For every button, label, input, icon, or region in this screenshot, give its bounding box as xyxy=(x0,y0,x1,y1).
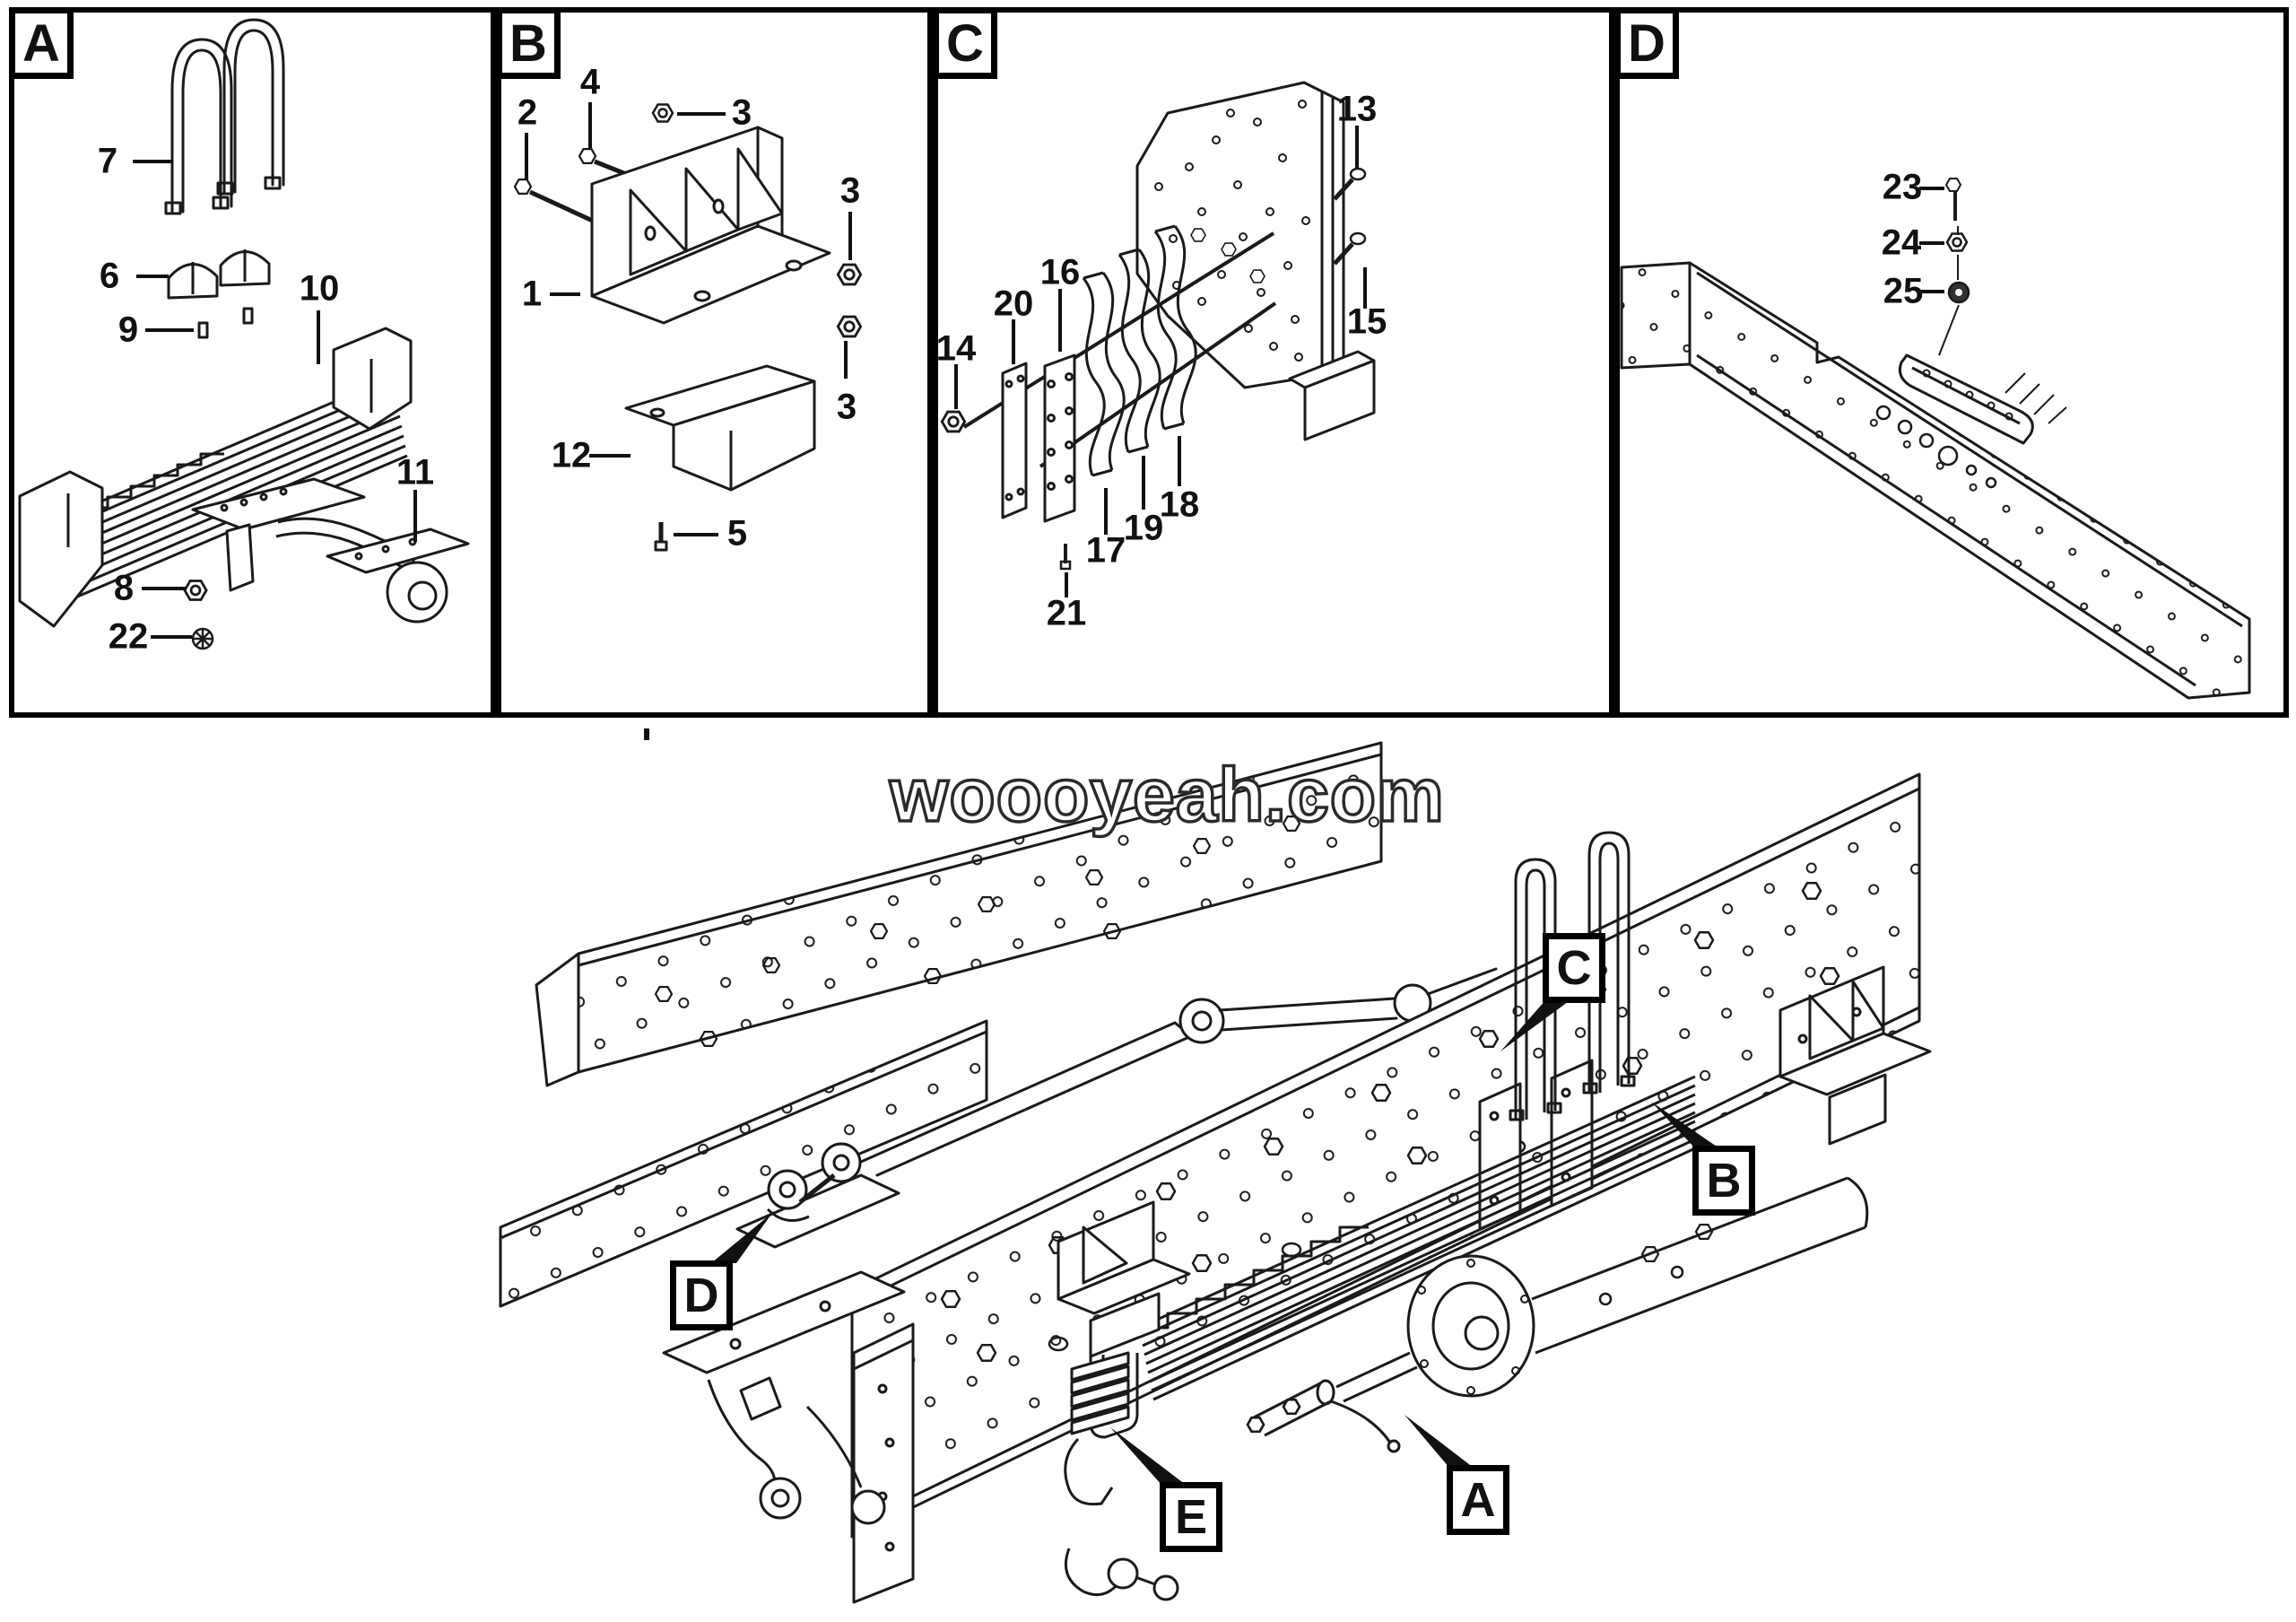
watermark: woooyeah.com xyxy=(888,751,1445,839)
panel-a-art xyxy=(18,18,470,650)
bracket-drawing xyxy=(590,126,831,325)
panel-d-art xyxy=(1620,178,2251,700)
axle-assembly-drawing xyxy=(191,477,470,624)
part-label: 3 xyxy=(836,387,857,427)
part-label: 1 xyxy=(521,274,543,314)
part-label: 9 xyxy=(117,310,139,350)
panel-b: B 2 4 3 3 1 3 12 5 xyxy=(496,7,933,718)
part-label: 16 xyxy=(1039,252,1081,292)
callout-letter: B xyxy=(1706,1154,1742,1208)
leaf-spring-installed-drawing xyxy=(1138,831,1696,1401)
callout-pointers xyxy=(711,999,1719,1485)
valve-cluster-drawing xyxy=(1246,1379,1401,1453)
part-label: 3 xyxy=(731,92,752,133)
wavy-shim-plates-drawing xyxy=(1082,224,1197,477)
spring-caps-drawing xyxy=(167,249,271,339)
leader-lines xyxy=(954,126,1367,597)
part-label: 19 xyxy=(1123,508,1164,548)
leader-lines xyxy=(1919,187,1944,293)
part-label: 25 xyxy=(1883,271,1924,311)
spacer-plates-drawing xyxy=(1001,353,1076,523)
part-label: 4 xyxy=(579,62,601,102)
part-label: 20 xyxy=(993,283,1034,324)
part-label: 21 xyxy=(1046,593,1087,633)
part-label: 17 xyxy=(1085,530,1126,571)
callout-letter: E xyxy=(1174,1490,1208,1544)
bump-stop-drawing xyxy=(624,364,816,552)
panel-letter: C xyxy=(946,13,984,73)
fasteners-drawing xyxy=(940,167,1367,571)
axle-hub-drawing xyxy=(1335,1176,1869,1403)
panel-c-letter-badge: C xyxy=(933,7,997,79)
callout-e: E xyxy=(1160,1482,1222,1552)
panel-c-art xyxy=(940,81,1376,597)
part-label: 15 xyxy=(1346,301,1387,342)
main-assembly-view: woooyeah.com C B D E A xyxy=(484,725,1991,1622)
part-label: 7 xyxy=(97,141,118,181)
front-hanger-group-drawing xyxy=(1057,1200,1191,1506)
part-label: 6 xyxy=(99,256,120,296)
part-label: 2 xyxy=(517,92,538,133)
panel-a: A 7 6 9 10 8 22 11 xyxy=(9,7,496,718)
frame-rail-drawing xyxy=(1620,261,2251,700)
shackle-bracket-drawing xyxy=(1898,353,2067,445)
u-bolts-drawing xyxy=(164,18,285,215)
leaf-spring-drawing xyxy=(18,327,413,628)
part-label: 13 xyxy=(1336,89,1378,129)
part-label: 24 xyxy=(1881,222,1922,263)
panel-letter: B xyxy=(509,13,547,73)
main-assembly-art xyxy=(499,728,1932,1604)
part-label: 10 xyxy=(299,268,340,309)
u-joint-cluster-drawing xyxy=(735,1142,900,1249)
left-hanger-cluster-drawing xyxy=(662,1270,906,1525)
leader-lines xyxy=(133,160,417,639)
lower-shackle-drawing xyxy=(1065,1548,1179,1601)
part-label: 5 xyxy=(726,513,748,554)
plate-holes xyxy=(1154,100,1310,362)
part-label: 3 xyxy=(839,170,861,211)
part-label: 18 xyxy=(1159,484,1200,525)
panel-b-art xyxy=(513,102,863,552)
fasteners-drawing xyxy=(1938,178,1970,356)
callout-a: A xyxy=(1447,1465,1509,1535)
rear-bracket-installed-drawing xyxy=(1779,965,1932,1146)
part-label: 12 xyxy=(551,435,592,475)
panel-c: C 13 15 16 20 14 17 19 18 21 xyxy=(933,7,1614,718)
callout-c: C xyxy=(1543,933,1605,1003)
fasteners-drawing xyxy=(183,580,214,650)
stray-tick xyxy=(644,728,649,740)
far-frame-rail-drawing xyxy=(499,741,1383,1308)
part-label: 22 xyxy=(108,616,149,657)
panel-a-letter-badge: A xyxy=(9,7,74,79)
panel-letter: A xyxy=(22,13,60,73)
part-label: 11 xyxy=(396,452,435,493)
callout-b: B xyxy=(1692,1146,1755,1216)
panel-d: D 23 24 25 xyxy=(1614,7,2289,718)
panel-b-letter-badge: B xyxy=(496,7,561,79)
callout-d: D xyxy=(670,1260,733,1330)
panel-letter: D xyxy=(1628,13,1665,73)
driveshaft-drawing xyxy=(859,967,1501,1177)
panel-d-letter-badge: D xyxy=(1614,7,1679,79)
leader-lines xyxy=(525,102,852,536)
callout-letter: C xyxy=(1556,941,1592,995)
callout-letter: A xyxy=(1460,1473,1496,1527)
callout-letter: D xyxy=(683,1269,719,1322)
part-label: 23 xyxy=(1882,167,1923,207)
part-label: 8 xyxy=(113,568,135,608)
part-label: 14 xyxy=(935,328,977,369)
